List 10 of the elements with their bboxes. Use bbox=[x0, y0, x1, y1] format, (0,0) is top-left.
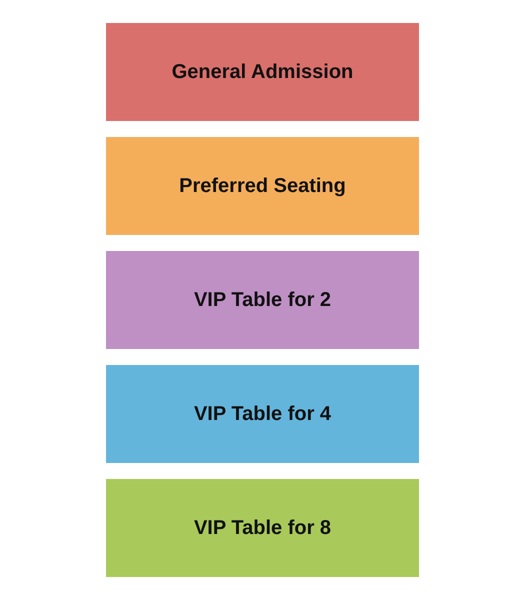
seating-section bbox=[106, 137, 419, 235]
section-label: VIP Table for 4 bbox=[194, 402, 332, 426]
seating-section bbox=[106, 251, 419, 349]
section-label: Preferred Seating bbox=[179, 174, 346, 198]
seating-section bbox=[106, 479, 419, 577]
section-label: General Admission bbox=[172, 60, 354, 84]
seating-section bbox=[106, 23, 419, 121]
seating-section bbox=[106, 365, 419, 463]
section-label: VIP Table for 2 bbox=[194, 288, 332, 312]
section-label: VIP Table for 8 bbox=[194, 516, 332, 540]
